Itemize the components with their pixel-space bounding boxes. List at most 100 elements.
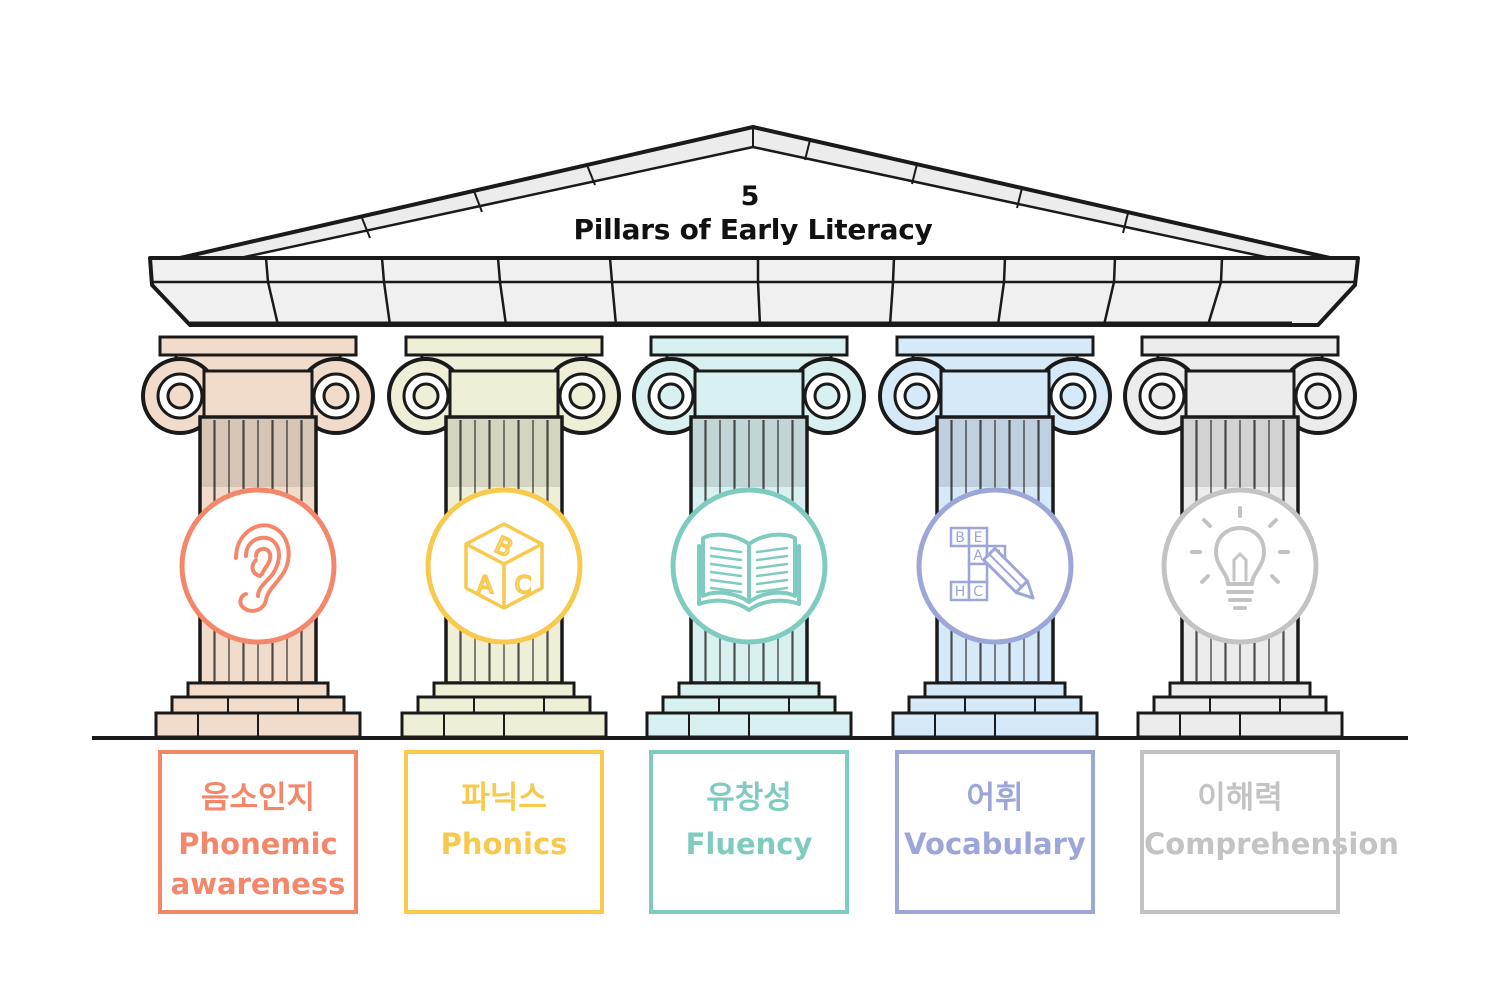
book-text-line — [709, 586, 743, 594]
pillar-base-step — [923, 681, 1067, 699]
book-text-line — [755, 570, 789, 578]
ear-inner — [250, 547, 273, 578]
crossword-letter: A — [973, 548, 983, 564]
pillar-shadow — [937, 417, 1053, 487]
crossword-letter: C — [973, 584, 983, 600]
volute-eye — [903, 382, 931, 410]
volute-eye — [657, 382, 685, 410]
book-text-line — [755, 586, 789, 594]
crossword-letter: E — [974, 530, 983, 546]
pillar-abacus — [1140, 335, 1340, 357]
pillar-label-3: 유창성 Fluency — [649, 750, 849, 914]
pillar-base-step — [677, 681, 821, 699]
ear-mid — [244, 535, 281, 598]
ear-outer — [234, 523, 291, 613]
pillar-abacus — [404, 335, 604, 357]
pediment-tile-lines — [361, 127, 1129, 239]
label-korean: 어휘 — [966, 780, 1024, 816]
book-text-line — [755, 546, 789, 554]
book-text-line — [709, 554, 743, 562]
pillar-medallion — [179, 487, 337, 645]
pillar-shadow — [446, 417, 562, 487]
cube-letter: C — [515, 571, 532, 599]
pillar-base-step — [432, 681, 576, 699]
volute-eye — [568, 382, 596, 410]
pillar-base-step — [416, 695, 592, 715]
open-book-icon — [697, 532, 801, 612]
pillar-shadow — [1182, 417, 1298, 487]
ear-icon — [234, 523, 291, 613]
volute-eye — [412, 382, 440, 410]
pillar-label-1: 음소인지 Phonemic awareness — [158, 750, 358, 914]
book-text-line — [709, 546, 743, 554]
book-cover — [697, 544, 801, 612]
pillar-1 — [141, 335, 375, 739]
book-text-line — [755, 578, 789, 586]
bulb-ray — [1202, 518, 1212, 528]
pillar-3 — [632, 335, 866, 739]
crossword-cell — [967, 580, 989, 602]
volute-eye — [1059, 382, 1087, 410]
title-text: Pillars of Early Literacy — [573, 213, 933, 246]
pillar-base-step — [1152, 695, 1328, 715]
pillar-base-step — [661, 695, 837, 715]
entablature-block-lines — [264, 257, 1224, 326]
label-english: Fluency — [685, 827, 813, 861]
bulb-ray — [1268, 518, 1278, 528]
pillar-base-step — [907, 695, 1083, 715]
pillar-base-step — [170, 695, 346, 715]
pillar-capital-center — [1184, 369, 1296, 419]
temple-roof — [148, 125, 1360, 327]
pillar-4: BEAHHC — [878, 335, 1112, 739]
pillar-abacus — [158, 335, 358, 357]
bulb-filament — [1232, 552, 1248, 582]
pillar-5 — [1123, 335, 1357, 739]
crossword-cell — [967, 562, 989, 584]
crossword-letter: H — [955, 584, 966, 600]
pillar-abacus — [649, 335, 849, 357]
pillar-label-4: 어휘 Vocabulary — [895, 750, 1095, 914]
pillar-shadow — [691, 417, 807, 487]
cube-letter: A — [477, 571, 494, 599]
pillar-label-5: 이해력 Comprehension — [1140, 750, 1399, 914]
volute-eye — [1148, 382, 1176, 410]
label-english: Phonics — [440, 827, 568, 861]
book-text-line — [709, 570, 743, 578]
book-text-line — [755, 554, 789, 562]
pillar-base-step — [1168, 681, 1312, 699]
pillar-capital-center — [693, 369, 805, 419]
book-text-line — [755, 562, 789, 570]
crossword-pencil-icon: BEAHHC — [949, 526, 1035, 602]
entablature — [148, 256, 1360, 327]
label-english: Comprehension — [1144, 827, 1399, 861]
pillar-capital-center — [939, 369, 1051, 419]
book-text-line — [709, 578, 743, 586]
pillar-base-step — [186, 681, 330, 699]
label-english: Vocabulary — [904, 827, 1086, 861]
volute-eye — [813, 382, 841, 410]
volute-eye — [322, 382, 350, 410]
bulb-ray — [1270, 574, 1280, 584]
pencil-line — [988, 553, 1023, 588]
label-korean: 음소인지 — [200, 780, 316, 816]
crossword-letter: B — [955, 530, 965, 546]
volute-eye — [1304, 382, 1332, 410]
label-korean: 이해력 — [1197, 780, 1283, 816]
label-english: Phonemic awareness — [170, 827, 346, 901]
bulb-ray — [1200, 574, 1210, 584]
title-number: 5 — [740, 181, 760, 212]
pillar-medallion — [1161, 487, 1319, 645]
volute-eye — [166, 382, 194, 410]
pillar-label-2: 파닉스 Phonics — [404, 750, 604, 914]
label-korean: 파닉스 — [461, 780, 547, 816]
pillar-capital-center — [202, 369, 314, 419]
label-korean: 유창성 — [706, 780, 792, 816]
pillar-abacus — [895, 335, 1095, 357]
lightbulb-icon — [1190, 506, 1290, 610]
book-text-line — [709, 562, 743, 570]
pencil-icon — [981, 546, 1035, 600]
bulb-glass — [1214, 526, 1266, 586]
pillar-capital-center — [448, 369, 560, 419]
